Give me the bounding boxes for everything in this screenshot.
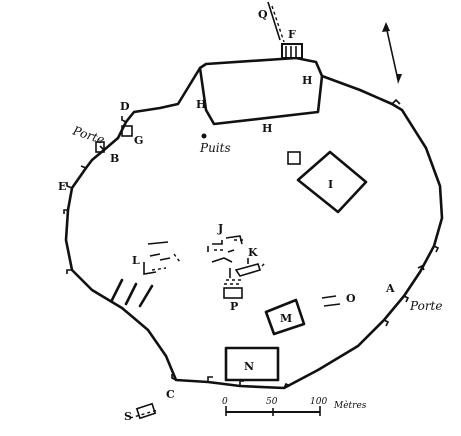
scale-tick-50: 50	[266, 397, 278, 407]
label-D: D	[120, 100, 130, 113]
gate-G	[121, 125, 133, 137]
structures-K	[229, 258, 262, 278]
building-N	[224, 346, 280, 382]
label-K: K	[248, 246, 258, 259]
label-porte-left: Porte	[70, 123, 106, 147]
road-Q	[267, 1, 281, 41]
structures-J	[207, 235, 243, 263]
label-L: L	[132, 254, 140, 267]
north-arrow-icon	[382, 22, 402, 84]
enclosure-wall	[64, 66, 444, 390]
gate-B	[95, 141, 105, 153]
label-E: E	[58, 180, 66, 193]
well-dot	[201, 133, 207, 139]
label-N: N	[244, 360, 254, 373]
label-Q: Q	[258, 8, 268, 21]
structure-S	[135, 402, 157, 420]
scale-tick-0: 0	[222, 397, 228, 407]
scale-tick-100: 100	[310, 397, 327, 407]
scale-bar: 0 50 100 Mètres	[222, 397, 367, 416]
structures-L	[143, 241, 171, 275]
label-H-right: H	[302, 74, 312, 87]
label-S: S	[124, 410, 132, 423]
label-P: P	[230, 300, 238, 313]
label-H-left: H	[196, 98, 206, 111]
scale-unit: Mètres	[333, 400, 367, 411]
label-H-bottom: H	[262, 122, 272, 135]
label-F: F	[288, 28, 296, 41]
label-A: A	[385, 282, 395, 295]
structure-P	[223, 287, 243, 299]
label-J: J	[217, 222, 223, 235]
label-B: B	[110, 152, 119, 165]
building-H	[198, 56, 324, 126]
structure-O	[321, 295, 341, 307]
small-structure-near-I	[287, 151, 301, 165]
wall-notches	[63, 98, 440, 389]
label-C: C	[166, 388, 175, 401]
label-porte-right: Porte	[409, 299, 442, 313]
tower-F	[281, 43, 303, 59]
building-I	[296, 150, 368, 214]
label-G: G	[134, 134, 143, 147]
label-I: I	[328, 178, 333, 191]
label-O: O	[346, 292, 356, 305]
label-puits: Puits	[199, 141, 231, 155]
stalls-left	[110, 278, 154, 308]
label-M: M	[280, 312, 292, 325]
building-M	[264, 298, 306, 336]
